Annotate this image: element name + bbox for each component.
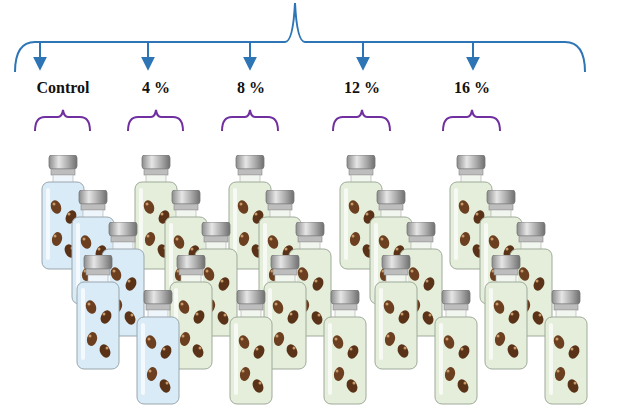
group-bracket bbox=[333, 110, 390, 131]
vial bbox=[375, 255, 417, 369]
vial bbox=[137, 290, 179, 404]
down-arrow bbox=[362, 42, 364, 68]
group-label: Control bbox=[36, 79, 89, 97]
group-label: 4 % bbox=[142, 79, 170, 97]
down-arrow bbox=[249, 42, 251, 68]
down-arrow bbox=[39, 42, 41, 68]
group-bracket bbox=[443, 110, 500, 131]
vial bbox=[77, 255, 119, 369]
group-bracket bbox=[35, 110, 90, 131]
group-label: 16 % bbox=[454, 79, 490, 97]
vial bbox=[435, 290, 477, 404]
group-brace bbox=[15, 3, 585, 72]
down-arrow bbox=[147, 42, 149, 68]
vial bbox=[324, 290, 366, 404]
group-bracket bbox=[222, 110, 278, 131]
group-label: 12 % bbox=[344, 79, 380, 97]
vial bbox=[485, 255, 527, 369]
vial bbox=[545, 290, 587, 404]
group-bracket bbox=[128, 110, 183, 131]
vial bbox=[230, 290, 272, 404]
down-arrow bbox=[472, 42, 474, 68]
group-label: 8 % bbox=[237, 79, 265, 97]
